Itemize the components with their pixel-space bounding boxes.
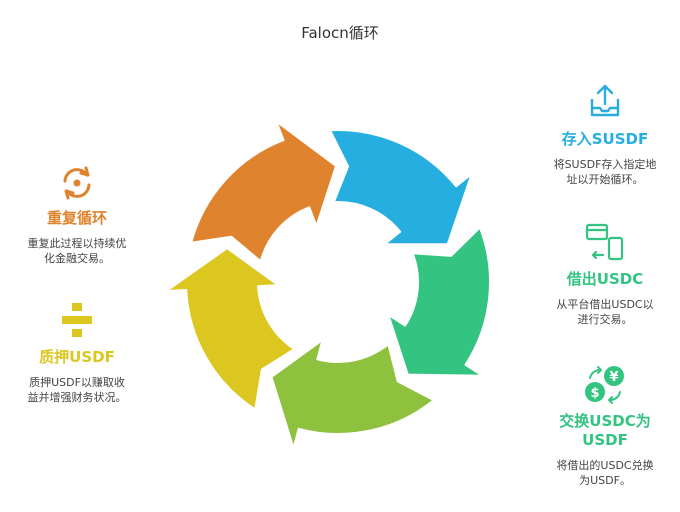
step-swap-heading-line1: 交换USDC为 [559, 412, 651, 430]
arrow-segment-pledge [165, 247, 296, 411]
currency-exchange-icon: $ ¥ [585, 366, 624, 404]
step-repeat-desc-line2: 化金融交易。 [44, 252, 110, 265]
step-pledge: 质押USDF 质押USDF以赚取收 益并增强财务状况。 [12, 300, 142, 405]
step-deposit-heading: 存入SUSDF [561, 130, 649, 148]
card-to-phone-icon [585, 223, 624, 261]
step-deposit: 存入SUSDF 将SUSDF存入指定地 址以开始循环。 [540, 82, 670, 187]
step-repeat-desc-line1: 重复此过程以持续优 [27, 237, 127, 250]
step-swap-desc-line1: 将借出的USDC兑换 [556, 459, 654, 472]
step-borrow-desc-line2: 进行交易。 [577, 313, 633, 326]
step-borrow: 借出USDC 从平台借出USDC以 进行交易。 [540, 222, 670, 327]
step-deposit-desc-line2: 址以开始循环。 [566, 173, 644, 186]
upload-tray-icon [590, 84, 620, 117]
step-borrow-desc-line1: 从平台借出USDC以 [556, 298, 654, 311]
arrow-segment-borrow [387, 226, 491, 377]
divide-icon [62, 303, 92, 337]
step-pledge-desc-line1: 质押USDF以赚取收 [29, 376, 125, 389]
svg-text:¥: ¥ [609, 370, 618, 385]
step-pledge-heading: 质押USDF [39, 348, 115, 366]
step-borrow-heading: 借出USDC [566, 270, 644, 288]
step-deposit-desc-line1: 将SUSDF存入指定地 [553, 158, 657, 171]
step-swap: $ ¥ 交换USDC为 USDF 将借出的USDC兑换 为USDF。 [540, 364, 670, 488]
step-swap-desc-line2: 为USDF。 [579, 474, 631, 487]
arrow-segment-deposit [329, 129, 473, 246]
arrow-segment-swap [270, 339, 435, 450]
step-pledge-desc-line2: 益并增强财务状况。 [27, 391, 127, 404]
repeat-cycle-icon [63, 166, 91, 200]
step-swap-heading-line2: USDF [582, 431, 628, 449]
step-repeat-heading: 重复循环 [46, 209, 107, 227]
svg-text:$: $ [590, 386, 599, 401]
arrow-segment-repeat [190, 120, 337, 263]
diagram-title: Falocn循环 [301, 24, 379, 42]
step-repeat: 重复循环 重复此过程以持续优 化金融交易。 [12, 165, 142, 266]
